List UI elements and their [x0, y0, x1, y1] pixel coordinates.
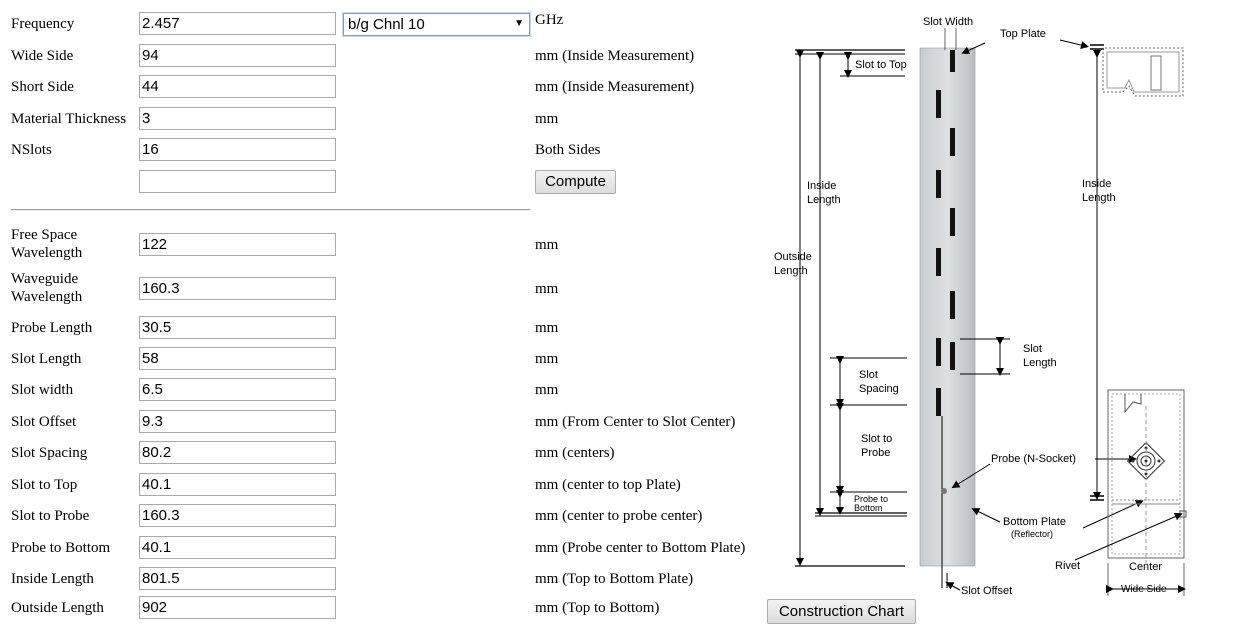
probe-socket-photo — [941, 488, 947, 494]
right-inside-length-label-2: Length — [1082, 192, 1116, 204]
result-label: Slot Offset — [11, 414, 77, 430]
result-unit: mm (Probe center to Bottom Plate) — [535, 540, 746, 556]
result-value-field[interactable] — [139, 536, 336, 559]
result-value-field[interactable] — [139, 277, 336, 300]
outside-length-label-2: Length — [774, 265, 808, 277]
slot-marks — [936, 50, 955, 416]
result-unit: mm (From Center to Slot Center) — [535, 414, 736, 430]
bottom-plate-label-1: Bottom Plate — [1003, 516, 1066, 528]
section-divider — [11, 209, 530, 211]
outside-length-label-1: Outside — [774, 251, 812, 263]
frequency-input[interactable] — [139, 12, 336, 35]
construction-chart-button[interactable]: Construction Chart — [767, 599, 916, 624]
result-unit: mm (Top to Bottom Plate) — [535, 571, 694, 587]
result-value-field[interactable] — [139, 410, 336, 433]
result-value-field[interactable] — [139, 504, 336, 527]
frequency-unit: GHz — [535, 12, 564, 28]
probe-socket-label: Probe (N-Socket) — [991, 453, 1076, 465]
material-thickness-unit: mm — [535, 111, 559, 127]
construction-diagram: Outside Length Inside Length Slot to Top… — [774, 16, 1187, 597]
top-plate-label: Top Plate — [1000, 28, 1046, 40]
result-unit: mm — [535, 351, 559, 367]
probe-to-bottom-label-2: Bottom — [854, 503, 883, 513]
center-label: Center — [1129, 561, 1162, 573]
short-side-label: Short Side — [11, 79, 74, 95]
waveguide-body — [919, 47, 976, 567]
channel-select-value: b/g Chnl 10 — [348, 16, 425, 33]
result-label: Slot to Probe — [11, 508, 90, 524]
result-value-field[interactable] — [139, 233, 336, 256]
result-unit: mm (centers) — [535, 445, 615, 461]
nslots-label: NSlots — [11, 142, 52, 158]
right-inside-length-label-1: Inside — [1082, 178, 1111, 190]
inside-length-label-1: Inside — [807, 180, 836, 192]
compute-button[interactable]: Compute — [535, 170, 616, 194]
wide-side-input[interactable] — [139, 44, 336, 67]
short-side-input[interactable] — [139, 75, 336, 98]
result-unit: mm — [535, 237, 559, 253]
slot-width-label: Slot Width — [923, 16, 973, 28]
nslots-unit: Both Sides — [535, 142, 601, 158]
result-unit: mm — [535, 382, 559, 398]
bottom-plate-label-2: (Reflector) — [1011, 529, 1053, 539]
extra-input[interactable] — [139, 170, 336, 193]
wide-side-unit: mm (Inside Measurement) — [535, 48, 695, 64]
probe-to-bottom-label-1: Probe to — [854, 494, 888, 504]
slot-length-label-1: Slot — [1023, 343, 1042, 355]
result-value-field[interactable] — [139, 567, 336, 590]
result-unit: mm — [535, 281, 559, 297]
rivet-label: Rivet — [1055, 560, 1080, 572]
material-thickness-input[interactable] — [139, 107, 336, 130]
slot-length-label-2: Length — [1023, 357, 1057, 369]
result-unit: mm — [535, 320, 559, 336]
result-value-field[interactable] — [139, 596, 336, 619]
frequency-label: Frequency — [11, 16, 75, 32]
result-label: Probe Length — [11, 320, 93, 336]
dropdown-arrow-icon: ▼ — [514, 18, 524, 29]
result-label: Probe to Bottom — [11, 540, 111, 556]
result-label: Waveguide Wavelength — [11, 271, 83, 305]
result-label: Outside Length — [11, 600, 104, 616]
slot-to-probe-label-2: Probe — [861, 447, 890, 459]
slot-spacing-label-2: Spacing — [859, 383, 899, 395]
result-unit: mm (Top to Bottom) — [535, 600, 660, 616]
inside-length-label-2: Length — [807, 194, 841, 206]
bottom-detail — [1107, 389, 1187, 568]
wide-side-label: Wide Side — [11, 48, 74, 64]
result-value-field[interactable] — [139, 378, 336, 401]
result-label: Free Space Wavelength — [11, 227, 83, 261]
result-unit: mm (center to top Plate) — [535, 477, 681, 493]
slot-spacing-label-1: Slot — [859, 369, 878, 381]
result-label: Slot Spacing — [11, 445, 88, 461]
slot-to-probe-label-1: Slot to — [861, 433, 892, 445]
result-label: Slot width — [11, 382, 74, 398]
top-plate-detail — [1090, 44, 1184, 97]
slot-offset-label: Slot Offset — [961, 585, 1012, 597]
result-value-field[interactable] — [139, 473, 336, 496]
wide-side-diagram-label: Wide Side — [1121, 584, 1167, 595]
result-value-field[interactable] — [139, 347, 336, 370]
material-thickness-label: Material Thickness — [11, 111, 127, 127]
result-label: Slot to Top — [11, 477, 78, 493]
result-label: Inside Length — [11, 571, 94, 587]
result-value-field[interactable] — [139, 441, 336, 464]
channel-select[interactable]: b/g Chnl 10 ▼ — [342, 12, 531, 37]
result-value-field[interactable] — [139, 316, 336, 339]
result-label: Slot Length — [11, 351, 82, 367]
slot-to-top-label: Slot to Top — [855, 59, 907, 71]
result-unit: mm (center to probe center) — [535, 508, 703, 524]
short-side-unit: mm (Inside Measurement) — [535, 79, 695, 95]
nslots-input[interactable] — [139, 138, 336, 161]
